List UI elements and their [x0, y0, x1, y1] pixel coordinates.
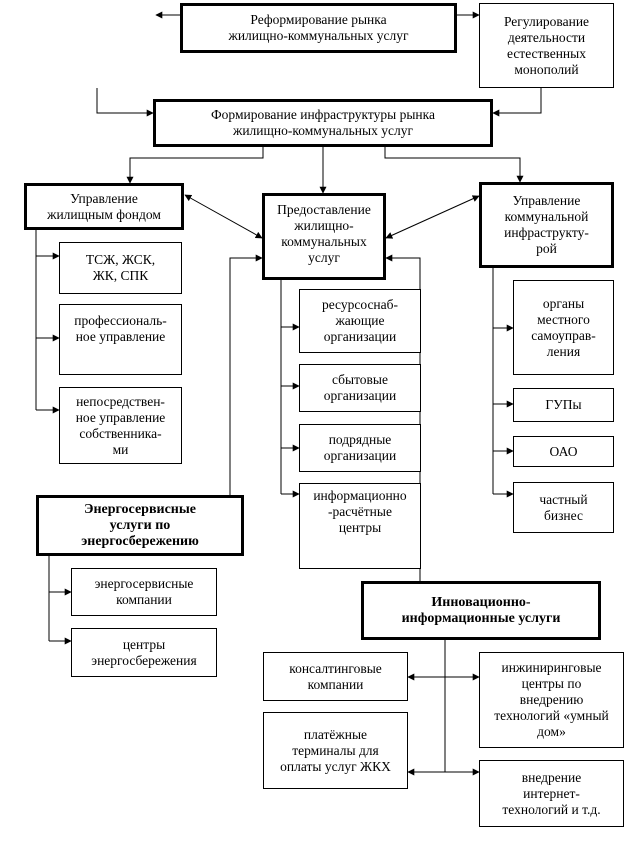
node-reform: Реформирование рынка жилищно-коммунальны… — [180, 3, 457, 53]
node-gup: ГУПы — [513, 388, 614, 422]
node-provision: Предоставление жилищно- коммунальных усл… — [262, 193, 386, 280]
node-professional-management: профессиональ- ное управление — [59, 304, 182, 375]
node-energy-services: Энергосервисные услуги по энергосбережен… — [36, 495, 244, 556]
node-local-government: органы местного самоуправ- ления — [513, 280, 614, 375]
node-contractor-organizations: подрядные организации — [299, 424, 421, 472]
node-info-centers: информационно -расчётные центры — [299, 483, 421, 569]
arrow-infra-housing — [126, 147, 264, 184]
node-oao: ОАО — [513, 436, 614, 467]
arrow-innovation-provision — [385, 254, 421, 581]
node-communal-management: Управление коммунальной инфраструкту- ро… — [479, 182, 614, 268]
arrow-into-infrastructure-left — [96, 88, 154, 117]
node-innovation-services: Инновационно- информационные услуги — [361, 581, 601, 640]
node-sales-organizations: сбытовые организации — [299, 364, 421, 412]
node-regulation: Регулирование деятельности естественных … — [479, 3, 614, 88]
arrow-provision-communal — [385, 195, 480, 239]
arrow-energy-provision — [229, 254, 263, 495]
arrow-housing-provision — [184, 194, 263, 239]
node-direct-management: непосредствен- ное управление собственни… — [59, 387, 182, 464]
node-housing-management: Управление жилищным фондом — [24, 183, 184, 230]
node-engineering-centers: инжиниринговые центры по внедрению техно… — [479, 652, 624, 748]
node-resource-organizations: ресурсоснаб- жающие организации — [299, 289, 421, 353]
node-internet-technologies: внедрение интернет- технологий и т.д. — [479, 760, 624, 827]
node-payment-terminals: платёжные терминалы для оплаты услуг ЖКХ — [263, 712, 408, 789]
node-energy-companies: энергосервисные компании — [71, 568, 217, 616]
node-consulting-companies: консалтинговые компании — [263, 652, 408, 701]
node-infrastructure: Формирование инфраструктуры рынка жилищн… — [153, 99, 493, 147]
node-energy-centers: центры энергосбережения — [71, 628, 217, 677]
node-tszh: ТСЖ, ЖСК, ЖК, СПК — [59, 242, 182, 294]
arrow-infra-communal — [384, 147, 524, 183]
node-private-business: частный бизнес — [513, 482, 614, 533]
arrow-regulation-infrastructure — [492, 88, 542, 117]
